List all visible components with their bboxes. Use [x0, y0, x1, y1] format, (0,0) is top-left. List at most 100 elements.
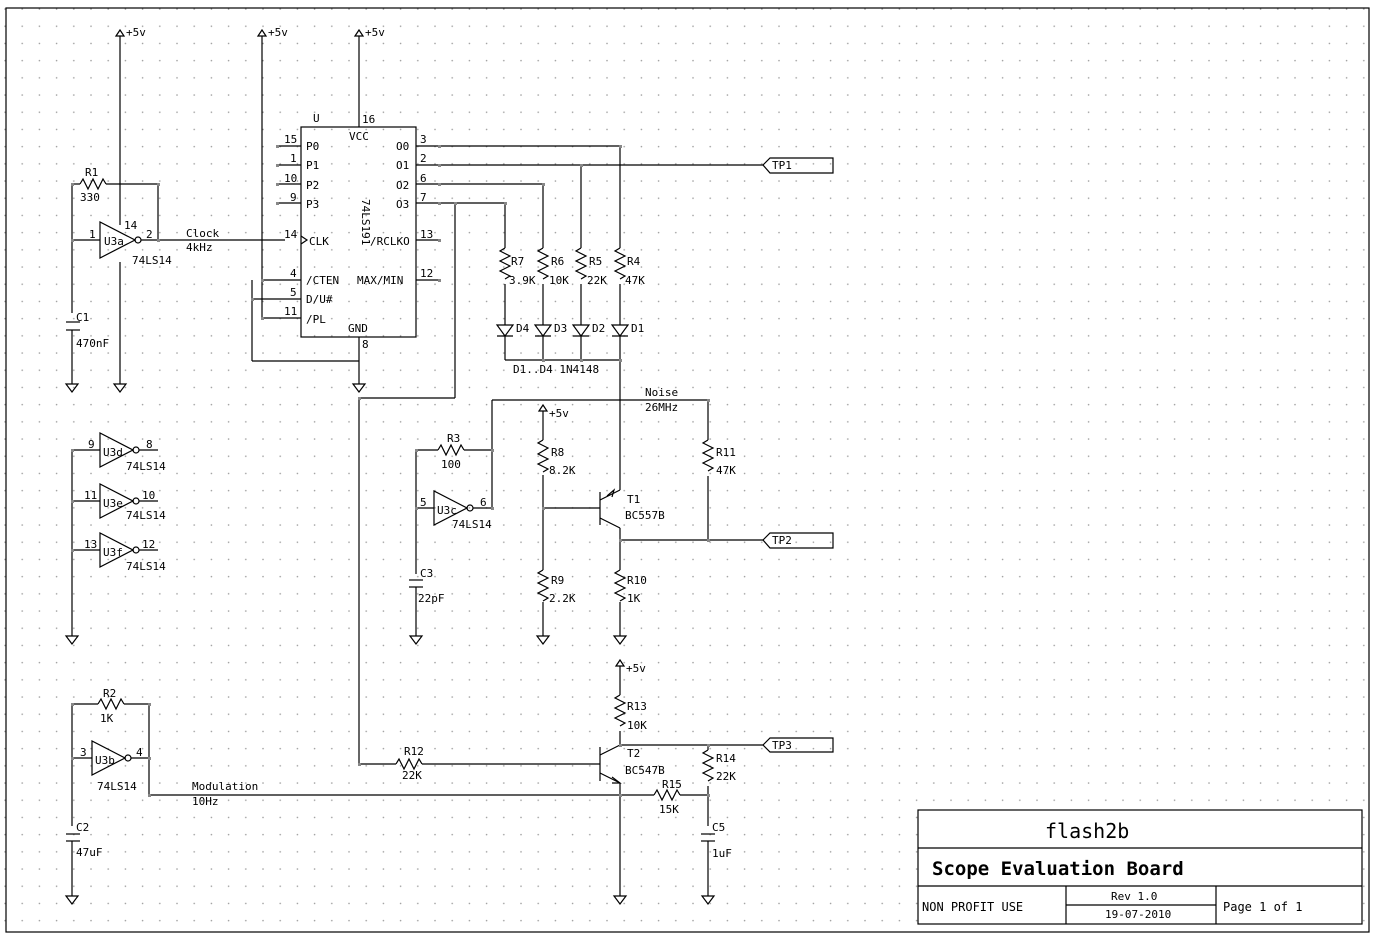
vcc-r13: +5v [615, 659, 646, 675]
svg-text:1K: 1K [100, 712, 114, 725]
svg-text:U3b: U3b [95, 754, 115, 767]
svg-text:10: 10 [284, 172, 297, 185]
svg-text:C2: C2 [76, 821, 89, 834]
svg-text:+5v: +5v [365, 26, 385, 39]
svg-text:R7: R7 [511, 255, 524, 268]
dac-resistors: R7 3.9K R6 10K R5 22K R4 47K [498, 247, 645, 325]
svg-text:O3: O3 [396, 198, 409, 211]
u3a-gate [99, 221, 137, 259]
svg-text:5: 5 [420, 496, 427, 509]
clock-freq-label: 4kHz [186, 241, 213, 254]
svg-text:6: 6 [480, 496, 487, 509]
svg-text:R8: R8 [551, 446, 564, 459]
svg-text:P3: P3 [306, 198, 319, 211]
left-pins: 15 P0 1 P1 10 P2 9 P3 14 CLK 4 /CTEN 5 D… [252, 133, 339, 326]
svg-text:13: 13 [420, 228, 433, 241]
svg-text:22K: 22K [402, 769, 422, 782]
svg-text:22K: 22K [716, 770, 736, 783]
license-text: NON PROFIT USE [922, 900, 1023, 914]
svg-text:MAX/MIN: MAX/MIN [357, 274, 403, 287]
modulation-oscillator: R2 1K 3 4 U3b 74LS14 C2 47uF Modulation … [65, 687, 654, 905]
svg-text:13: 13 [84, 538, 97, 551]
u3a-out-pin: 2 [146, 228, 153, 241]
svg-text:10K: 10K [627, 719, 647, 732]
tp2-label: TP2 [772, 534, 792, 547]
svg-text:22pF: 22pF [418, 592, 445, 605]
svg-text:U3c: U3c [437, 504, 457, 517]
svg-text:R13: R13 [627, 700, 647, 713]
svg-text:4: 4 [136, 746, 143, 759]
svg-text:R2: R2 [103, 687, 116, 700]
svg-text:BC557B: BC557B [625, 509, 665, 522]
modulation-net-label: Modulation [192, 780, 258, 793]
vcc-u3a: +5v [115, 26, 146, 41]
svg-text:74LS14: 74LS14 [126, 509, 166, 522]
svg-text:R9: R9 [551, 574, 564, 587]
svg-text:/CTEN: /CTEN [306, 274, 339, 287]
svg-text:R4: R4 [627, 255, 641, 268]
svg-text:8.2K: 8.2K [549, 464, 576, 477]
unused-gates: 9 8 U3d 74LS14 11 10 U3e 74LS14 13 12 U3… [65, 432, 166, 645]
vcc-pin-num: 16 [362, 113, 375, 126]
gnd-pin-name: GND [348, 322, 368, 335]
counter-ref: U [313, 112, 320, 125]
svg-text:22K: 22K [587, 274, 607, 287]
svg-text:4: 4 [290, 267, 297, 280]
tp1-connector: TP1 [762, 157, 834, 174]
svg-text:U3e: U3e [103, 497, 123, 510]
u3a-vcc-pin: 14 [124, 219, 138, 232]
svg-text:P0: P0 [306, 140, 319, 153]
svg-text:+5v: +5v [268, 26, 288, 39]
svg-text:D1: D1 [631, 322, 644, 335]
svg-text:100: 100 [441, 458, 461, 471]
svg-text:2.2K: 2.2K [549, 592, 576, 605]
svg-text:12: 12 [142, 538, 155, 551]
u3a-in-pin: 1 [89, 228, 96, 241]
svg-text:8: 8 [146, 438, 153, 451]
project-name: flash2b [1045, 819, 1129, 843]
date-text: 19-07-2010 [1105, 908, 1171, 921]
svg-text:/RCLKO: /RCLKO [370, 235, 410, 248]
svg-text:/PL: /PL [306, 313, 326, 326]
svg-text:+5v: +5v [626, 662, 646, 675]
title-block: flash2b Scope Evaluation Board NON PROFI… [917, 809, 1363, 925]
svg-text:P1: P1 [306, 159, 319, 172]
svg-text:BC547B: BC547B [625, 764, 665, 777]
svg-text:1uF: 1uF [712, 847, 732, 860]
svg-text:O0: O0 [396, 140, 409, 153]
svg-text:2: 2 [420, 152, 427, 165]
svg-text:R5: R5 [589, 255, 602, 268]
svg-text:74LS14: 74LS14 [97, 780, 137, 793]
svg-text:P2: P2 [306, 179, 319, 192]
svg-text:1: 1 [290, 152, 297, 165]
svg-text:6: 6 [420, 172, 427, 185]
r1-ref: R1 [85, 166, 98, 179]
svg-text:R15: R15 [662, 778, 682, 791]
svg-text:11: 11 [84, 489, 97, 502]
svg-text:3.9K: 3.9K [509, 274, 536, 287]
noise-freq-label: 26MHz [645, 401, 678, 414]
vcc-counter: +5v [354, 26, 385, 41]
tp3-connector: TP3 [762, 737, 834, 753]
svg-text:C5: C5 [712, 821, 725, 834]
svg-text:3: 3 [420, 133, 427, 146]
modulation-freq-label: 10Hz [192, 795, 219, 808]
svg-text:R3: R3 [447, 432, 460, 445]
r1-resistor [79, 177, 107, 191]
svg-text:D/U#: D/U# [306, 293, 333, 306]
vcc-r8: +5v [538, 404, 569, 420]
svg-text:+5v: +5v [549, 407, 569, 420]
svg-text:D2: D2 [592, 322, 605, 335]
svg-text:R11: R11 [716, 446, 736, 459]
svg-text:9: 9 [88, 438, 95, 451]
tp2-connector: TP2 [762, 532, 834, 549]
gnd-pin-num: 8 [362, 338, 369, 351]
svg-text:C3: C3 [420, 567, 433, 580]
svg-text:U3d: U3d [103, 446, 123, 459]
tp1-label: TP1 [772, 159, 792, 172]
t1-stage: +5v R8 8.2K R9 2.2K T1 BC557B R10 1K R11… [536, 404, 763, 645]
svg-text:10K: 10K [549, 274, 569, 287]
page-number: Page 1 of 1 [1223, 900, 1302, 914]
svg-text:9: 9 [290, 191, 297, 204]
clock-net-label: Clock [186, 227, 219, 240]
